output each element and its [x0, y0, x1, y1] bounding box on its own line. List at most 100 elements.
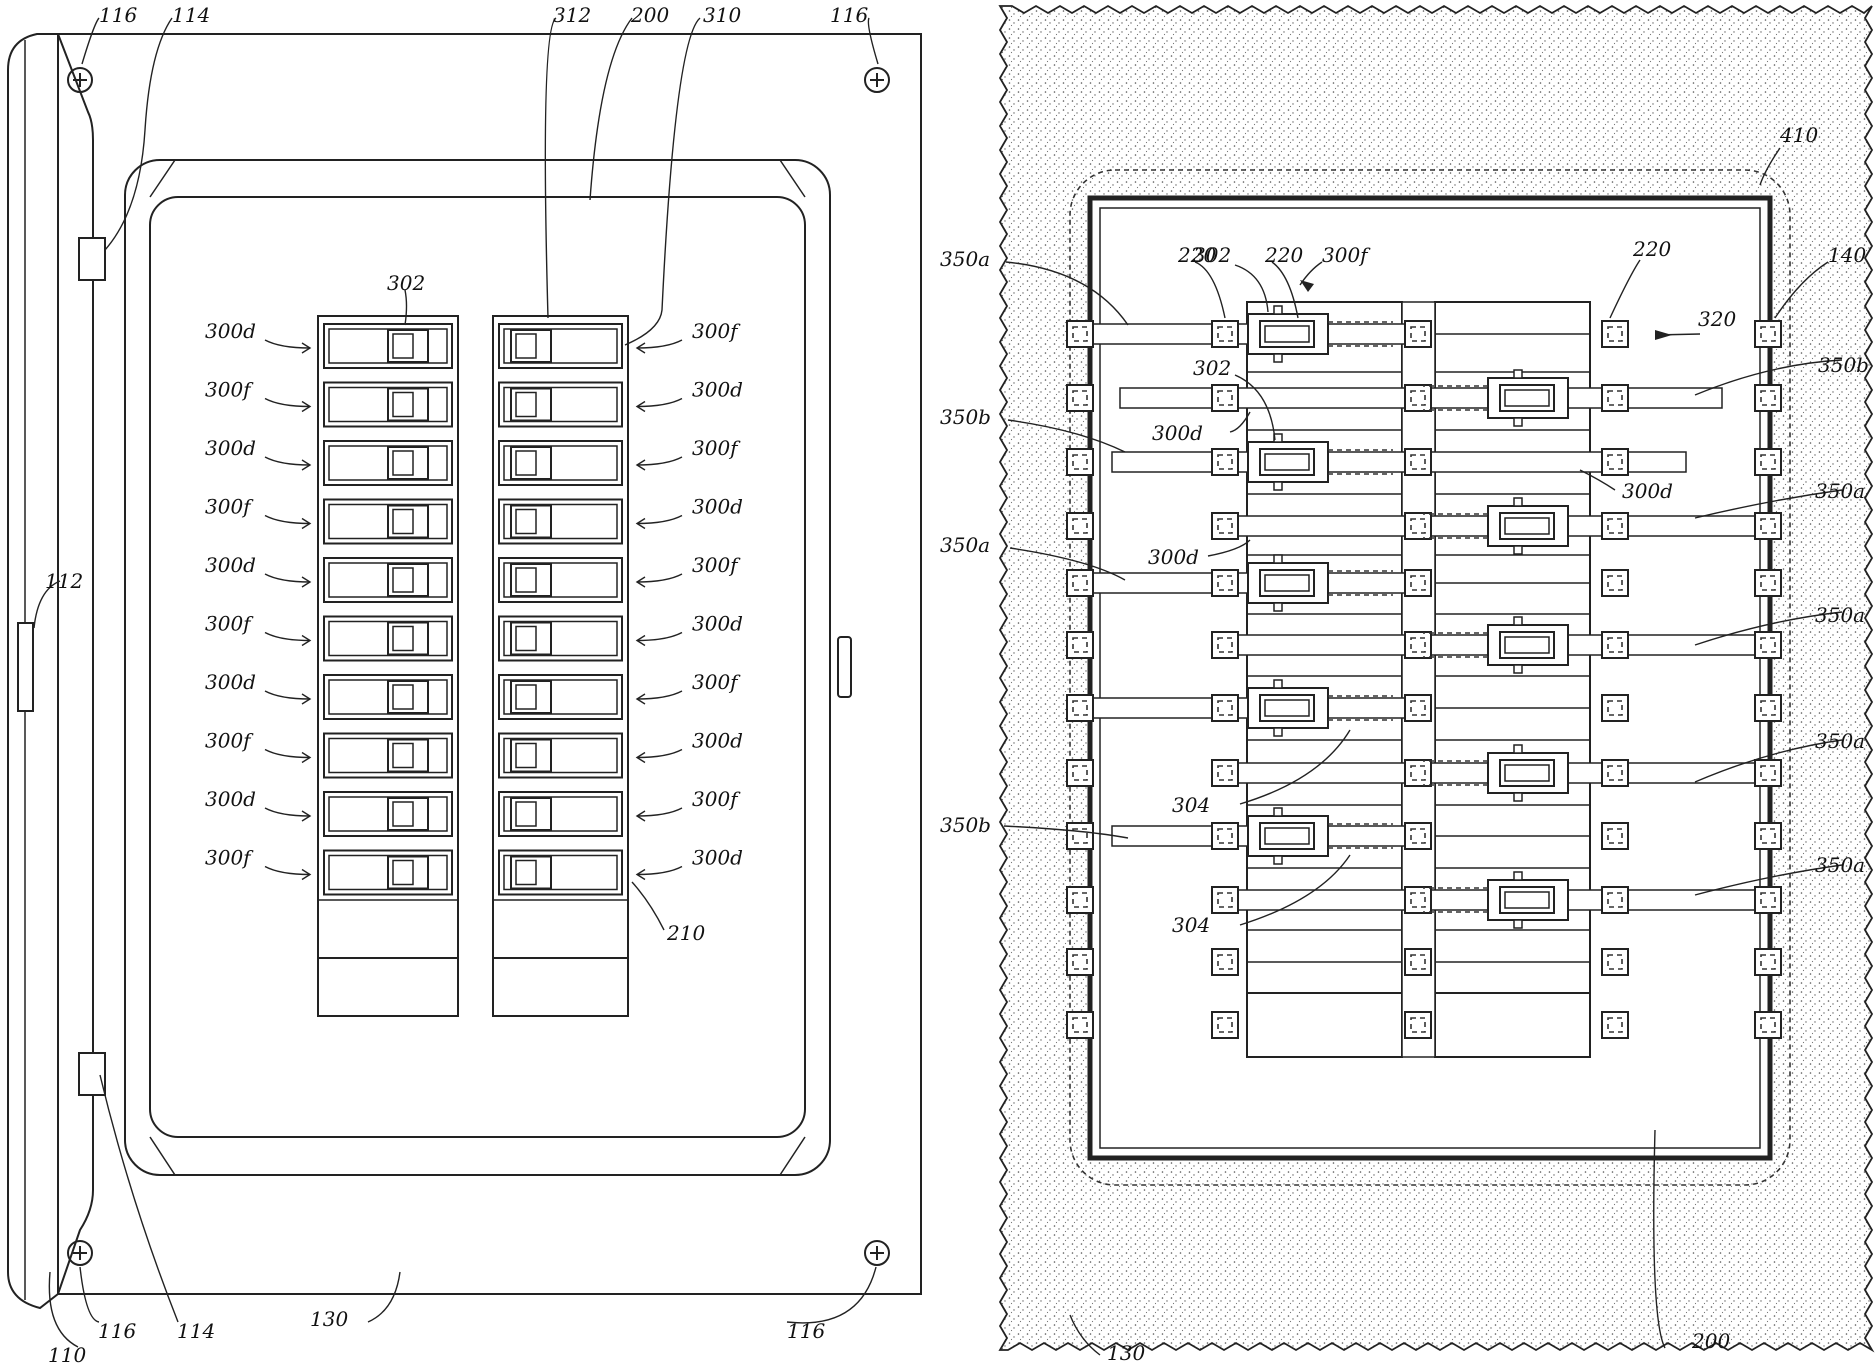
label-trace-b3: 350b	[940, 813, 991, 837]
toggle-switch	[388, 564, 428, 596]
label-wall: 130	[310, 1307, 348, 1331]
bus-contact	[1212, 760, 1238, 786]
label-screw-br: 116	[787, 1319, 825, 1343]
bus-contact	[1212, 449, 1238, 475]
bus-contact	[1755, 949, 1781, 975]
right-view: 130 140 200 220 220 220 302 302 300f 300…	[940, 6, 1872, 1365]
label-trace-b2: 350b	[940, 405, 991, 429]
screw-icon	[865, 68, 889, 92]
toggle-switch	[511, 447, 551, 479]
label-toggle: 302	[387, 271, 425, 295]
label-breaker-d3: 300d	[1148, 545, 1199, 569]
label-screw-tl: 116	[99, 3, 137, 27]
label-breaker-column: 210	[666, 921, 705, 945]
bus-contact	[1405, 449, 1431, 475]
bus-contact	[1405, 513, 1431, 539]
label-breaker-handle: 312	[553, 3, 591, 27]
leader-lines-left	[34, 18, 878, 1347]
breaker: 300f	[205, 729, 452, 778]
hinge-lower	[79, 1053, 105, 1095]
labels-left: 110 112 114 114 116 116 116 116 130 200 …	[45, 3, 868, 1367]
bus-contact	[1405, 321, 1431, 347]
label-door: 110	[48, 1343, 86, 1367]
breaker-label: 300f	[205, 612, 254, 636]
breaker-label: 300f	[205, 495, 254, 519]
bus-contact	[1067, 321, 1093, 347]
hinge-upper	[79, 238, 105, 280]
label-latch: 112	[45, 569, 83, 593]
breaker-label: 300d	[692, 378, 743, 402]
bus-contact	[1755, 887, 1781, 913]
bus-contact	[1602, 632, 1628, 658]
label-breaker-face: 310	[703, 3, 741, 27]
breaker: 300d	[205, 787, 452, 836]
breaker-label: 300f	[692, 787, 741, 811]
toggle-switch	[511, 623, 551, 655]
breaker: 300f	[205, 612, 452, 661]
bus-contact	[1212, 513, 1238, 539]
bus-contact	[1067, 949, 1093, 975]
bus-contact	[1067, 385, 1093, 411]
toggle-switch	[511, 857, 551, 889]
bus-contact	[1212, 321, 1238, 347]
bus-contact	[1405, 1012, 1431, 1038]
label-screw-bl: 116	[98, 1319, 136, 1343]
breaker-label: 300d	[692, 846, 743, 870]
conductor-trace	[1112, 452, 1686, 472]
bus-contact	[1212, 823, 1238, 849]
bus-contact	[1212, 887, 1238, 913]
bus-contact	[1405, 887, 1431, 913]
bus-contact	[1405, 385, 1431, 411]
bus-contact	[1602, 887, 1628, 913]
breaker-label: 300d	[692, 495, 743, 519]
breaker: 300f	[205, 846, 452, 895]
toggle-switch	[511, 564, 551, 596]
label-contact-b: 304	[1172, 913, 1210, 937]
toggle-switch	[511, 681, 551, 713]
label-wall-right: 130	[1107, 1341, 1145, 1365]
bus-contact	[1067, 887, 1093, 913]
door-latch	[18, 623, 33, 711]
bus-contact	[1067, 823, 1093, 849]
bus-contact	[1602, 1012, 1628, 1038]
label-panel: 200	[630, 3, 669, 27]
bus-contact	[1212, 1012, 1238, 1038]
breaker: 300d	[499, 846, 743, 895]
breaker: 300f	[499, 670, 741, 719]
breaker: 300f	[205, 495, 452, 544]
bus-contact	[1602, 695, 1628, 721]
bus-contact	[1602, 949, 1628, 975]
label-toggle-a: 302	[1193, 243, 1231, 267]
toggle-switch	[388, 389, 428, 421]
breaker: 300d	[499, 729, 743, 778]
toggle-switch	[388, 798, 428, 830]
bus-contact	[1212, 949, 1238, 975]
toggle-switch	[511, 740, 551, 772]
label-trace-a4: 350a	[1815, 603, 1865, 627]
toggle-switch	[388, 623, 428, 655]
bus-contact	[1602, 760, 1628, 786]
label-panel-right: 200	[1691, 1329, 1730, 1353]
bus-contact	[1602, 570, 1628, 596]
toggle-switch	[388, 447, 428, 479]
label-trace-a5: 350a	[1815, 729, 1865, 753]
bus-contact	[1405, 823, 1431, 849]
label-contact-a: 304	[1172, 793, 1210, 817]
breaker: 300d	[205, 670, 452, 719]
wall-cover	[58, 34, 921, 1294]
label-trace-b1: 350b	[1818, 353, 1869, 377]
bus-contact	[1602, 823, 1628, 849]
toggle-switch	[388, 330, 428, 362]
bus-contact	[1755, 570, 1781, 596]
label-trace-a1: 350a	[940, 247, 990, 271]
breaker: 300d	[205, 319, 452, 368]
toggle-switch	[388, 506, 428, 538]
label-bus-top-center: 220	[1264, 243, 1303, 267]
toggle-switch	[388, 681, 428, 713]
bus-contact	[1405, 949, 1431, 975]
breaker-columns: 300d 300f 300d 300f 300d 300f 300d 300f 300d 300f…	[205, 316, 743, 1016]
label-boundary: 410	[1779, 123, 1818, 147]
breaker-label: 300d	[205, 436, 256, 460]
breaker: 300f	[499, 787, 741, 836]
label-breaker-d2: 300d	[1622, 479, 1673, 503]
